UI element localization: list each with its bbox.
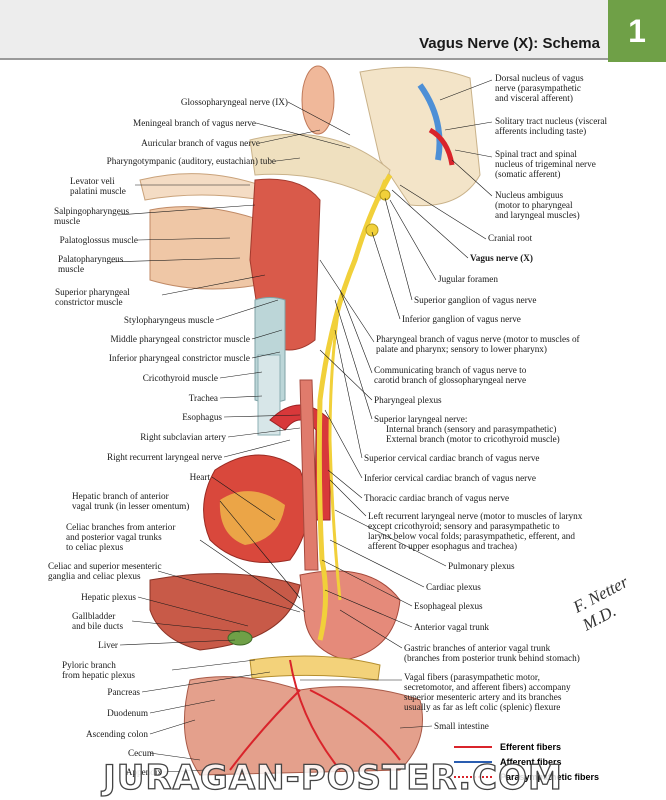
label-glossopharyngeal-nerve: Glossopharyngeal nerve (IX) xyxy=(180,97,288,107)
label-thoracic-cardiac: Thoracic cardiac branch of vagus nerve xyxy=(364,493,510,503)
fiber-legend: Efferent fibers Afferent fibers Parasymp… xyxy=(454,739,599,784)
page-number-tab: 1 xyxy=(608,0,666,62)
label-cranial-root: Cranial root xyxy=(488,233,533,243)
label-small-intestine: Small intestine xyxy=(434,721,489,731)
label-dorsal-nucleus: Dorsal nucleus of vagus nerve (parasympa… xyxy=(495,73,584,103)
header-bar xyxy=(0,0,666,58)
gallbladder xyxy=(227,630,253,646)
label-esophageal-plexus: Esophageal plexus xyxy=(414,601,483,611)
liver xyxy=(149,573,301,651)
label-gallbladder: Gallbladder and bile ducts xyxy=(72,611,124,631)
label-middle-pharyngeal-constrictor: Middle pharyngeal constrictor muscle xyxy=(110,334,250,344)
label-trachea: Trachea xyxy=(188,393,218,403)
header-rule xyxy=(0,58,666,60)
label-superior-ganglion: Superior ganglion of vagus nerve xyxy=(414,295,537,305)
tongue xyxy=(149,206,261,290)
afferent-swatch xyxy=(454,760,492,763)
trachea xyxy=(257,354,281,436)
watermark: JURAGAN-POSTER.COM xyxy=(103,757,563,798)
label-internal-branch: Internal branch (sensory and parasympath… xyxy=(386,424,557,434)
vagus-nerve-left xyxy=(328,179,387,601)
label-celiac-ganglia: Celiac and superior mesenteric ganglia a… xyxy=(48,561,162,581)
label-inferior-cervical-cardiac: Inferior cervical cardiac branch of vagu… xyxy=(364,473,536,483)
label-liver: Liver xyxy=(98,640,118,650)
label-inferior-ganglion: Inferior ganglion of vagus nerve xyxy=(402,314,521,324)
mesenteric-vessels xyxy=(229,659,401,771)
label-left-recurrent-laryngeal: Left recurrent laryngeal nerve (motor to… xyxy=(368,511,583,551)
label-communicating-branch: Communicating branch of vagus nerve to c… xyxy=(374,365,527,385)
label-anterior-vagal-trunk: Anterior vagal trunk xyxy=(414,622,490,632)
label-meningeal-branch: Meningeal branch of vagus nerve xyxy=(133,118,256,128)
label-auricular-branch: Auricular branch of vagus nerve xyxy=(141,138,260,148)
label-superior-cervical-cardiac: Superior cervical cardiac branch of vagu… xyxy=(364,453,540,463)
label-palatoglossus: Palatoglossus muscle xyxy=(59,235,138,245)
pancreas xyxy=(249,655,381,681)
label-esophagus: Esophagus xyxy=(182,412,222,422)
label-duodenum: Duodenum xyxy=(107,708,148,718)
label-pharyngeal-branch: Pharyngeal branch of vagus nerve (motor … xyxy=(376,334,580,354)
label-pharyngeal-plexus: Pharyngeal plexus xyxy=(374,395,442,405)
label-jugular-foramen: Jugular foramen xyxy=(438,274,498,284)
label-hepatic-plexus: Hepatic plexus xyxy=(81,592,136,602)
label-solitary-tract-nucleus: Solitary tract nucleus (visceral afferen… xyxy=(495,116,607,136)
label-cricothyroid: Cricothyroid muscle xyxy=(142,373,218,383)
ear xyxy=(301,65,335,135)
efferent-swatch xyxy=(454,745,492,748)
inferior-ganglion xyxy=(365,223,379,237)
label-celiac-branches: Celiac branches from anterior and poster… xyxy=(66,522,176,552)
label-superior-laryngeal-nerve: Superior laryngeal nerve: xyxy=(374,414,468,424)
label-vagus-nerve: Vagus nerve (X) xyxy=(470,253,533,263)
label-hepatic-branch: Hepatic branch of anterior vagal trunk (… xyxy=(72,491,190,511)
heart-fat xyxy=(219,491,285,545)
label-pyloric-branch: Pyloric branch from hepatic plexus xyxy=(62,660,135,680)
legend-parasympathetic: Parasympathetic fibers xyxy=(454,769,599,784)
intestines xyxy=(183,676,423,776)
label-vagal-fibers: Vagal fibers (parasympathetic motor, sec… xyxy=(404,672,571,712)
label-cecum: Cecum xyxy=(127,748,154,758)
label-nucleus-ambiguus: Nucleus ambiguus (motor to pharyngeal an… xyxy=(495,190,580,220)
medulla-nuclei xyxy=(417,83,443,161)
label-cardiac-plexus: Cardiac plexus xyxy=(426,582,481,592)
legend-afferent-label: Afferent fibers xyxy=(500,756,562,767)
label-pharyngotympanic-tube: Pharyngotympanic (auditory, eustachian) … xyxy=(106,156,276,166)
legend-afferent: Afferent fibers xyxy=(454,754,599,769)
ambiguus-nucleus xyxy=(428,127,455,166)
leader-lines-right xyxy=(300,79,493,729)
label-pancreas: Pancreas xyxy=(107,687,140,697)
label-salpingopharyngeus: Salpingopharyngeus muscle xyxy=(54,206,130,226)
label-stylopharyngeus: Stylopharyngeus muscle xyxy=(123,315,214,325)
legend-efferent: Efferent fibers xyxy=(454,739,599,754)
label-ascending-colon: Ascending colon xyxy=(85,729,148,739)
label-inferior-pharyngeal-constrictor: Inferior pharyngeal constrictor muscle xyxy=(108,353,250,363)
legend-efferent-label: Efferent fibers xyxy=(500,741,562,752)
label-spinal-tract-trigeminal: Spinal tract and spinal nucleus of trige… xyxy=(495,149,596,179)
superior-ganglion xyxy=(379,189,391,201)
label-palatopharyngeus: Palatopharyngeus muscle xyxy=(58,254,124,274)
legend-parasympathetic-label: Parasympathetic fibers xyxy=(500,771,600,782)
leader-lines-left xyxy=(109,101,351,773)
label-gastric-branches: Gastric branches of anterior vagal trunk… xyxy=(404,643,580,663)
label-superior-pharyngeal-constrictor: Superior pharyngeal constrictor muscle xyxy=(55,287,130,307)
label-pulmonary-plexus: Pulmonary plexus xyxy=(448,561,515,571)
page-title: Vagus Nerve (X): Schema xyxy=(419,35,600,52)
esophagus xyxy=(299,379,319,571)
label-right-recurrent-laryngeal: Right recurrent laryngeal nerve xyxy=(106,452,222,462)
label-right-subclavian-artery: Right subclavian artery xyxy=(140,432,226,442)
label-levator-veli-palatini: Levator veli palatini muscle xyxy=(70,176,126,196)
label-external-branch: External branch (motor to cricothyroid m… xyxy=(386,434,560,444)
palate xyxy=(139,173,263,201)
label-appendix: Appendix xyxy=(125,767,162,777)
parasympathetic-swatch xyxy=(454,775,492,778)
label-heart: Heart xyxy=(189,472,210,482)
